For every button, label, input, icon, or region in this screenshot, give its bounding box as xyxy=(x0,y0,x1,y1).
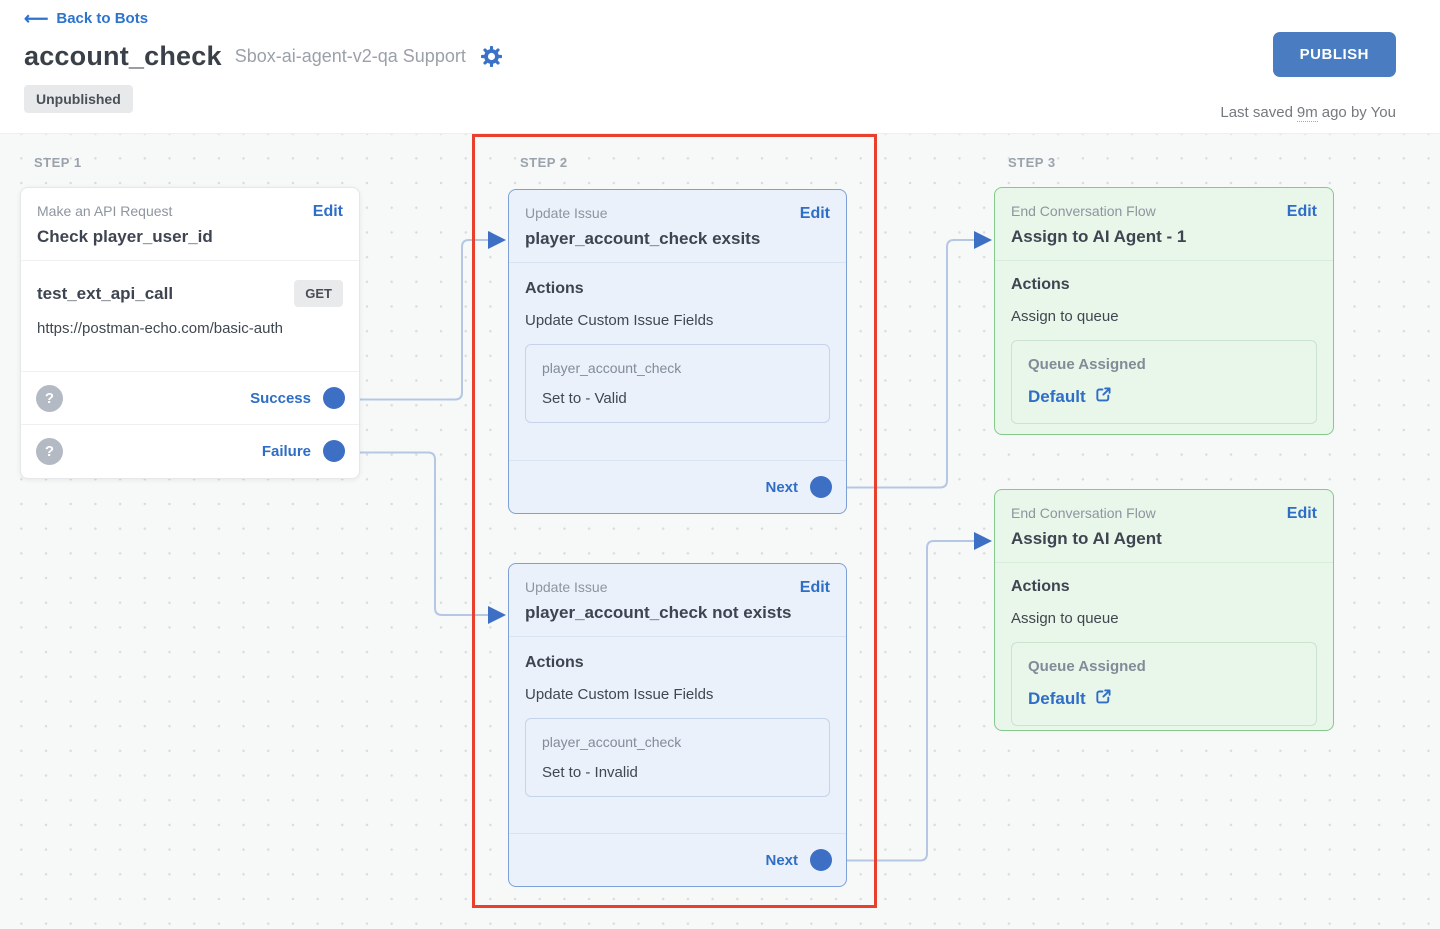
success-port-dot[interactable] xyxy=(323,387,345,409)
header-right: PUBLISH Last saved 9m ago by You xyxy=(1220,10,1396,133)
card-type-label: Update Issue xyxy=(525,579,608,595)
arrowhead-into-end-agent-1 xyxy=(974,231,992,249)
step-2-label: STEP 2 xyxy=(520,155,568,170)
api-connection-name: test_ext_api_call xyxy=(37,283,174,303)
card-title: Assign to AI Agent - 1 xyxy=(1011,227,1187,246)
back-to-bots-link[interactable]: ⟵ Back to Bots xyxy=(24,10,148,27)
header: ⟵ Back to Bots account_check Sbox-ai-age… xyxy=(0,0,1440,133)
publish-button[interactable]: PUBLISH xyxy=(1272,32,1396,77)
default-queue-link[interactable]: Default xyxy=(1028,386,1112,408)
card-body: Actions Update Custom Issue Fields playe… xyxy=(509,637,846,833)
last-saved-time[interactable]: 9m xyxy=(1296,104,1318,122)
success-port-label: Success xyxy=(250,389,311,407)
edit-update-not-exists-link[interactable]: Edit xyxy=(799,579,830,596)
next-port-row: Next xyxy=(509,833,846,886)
step-3-label: STEP 3 xyxy=(1008,155,1056,170)
card-header: Update Issue player_account_check exsits… xyxy=(509,190,846,263)
edit-end-agent-link[interactable]: Edit xyxy=(1286,505,1317,522)
status-badge: Unpublished xyxy=(24,85,133,113)
help-icon[interactable]: ? xyxy=(36,384,63,412)
next-port-dot[interactable] xyxy=(810,849,832,871)
default-queue-label: Default xyxy=(1028,387,1086,406)
arrowhead-into-end-agent xyxy=(974,532,992,550)
field-value: Set to - Invalid xyxy=(542,764,638,781)
action-description: Assign to queue xyxy=(1011,308,1119,325)
http-method-badge: GET xyxy=(294,280,343,307)
last-saved-prefix: Last saved xyxy=(1220,104,1293,121)
last-saved-suffix: ago by You xyxy=(1321,104,1396,121)
field-name: player_account_check xyxy=(542,734,682,750)
actions-heading: Actions xyxy=(525,280,584,297)
actions-heading: Actions xyxy=(525,654,584,671)
card-type-label: Update Issue xyxy=(525,205,608,221)
card-header: Make an API Request Check player_user_id… xyxy=(21,188,359,261)
action-description: Update Custom Issue Fields xyxy=(525,312,714,329)
back-link-label: Back to Bots xyxy=(56,10,149,27)
action-description: Assign to queue xyxy=(1011,610,1119,627)
failure-port-row: ? Failure xyxy=(21,424,359,477)
queue-assigned-label: Queue Assigned xyxy=(1028,356,1146,373)
actions-heading: Actions xyxy=(1011,578,1070,595)
bot-brand-subtitle: Sbox-ai-agent-v2-qa Support xyxy=(234,46,466,66)
queue-assigned-label: Queue Assigned xyxy=(1028,658,1146,675)
arrowhead-into-update-not-exists xyxy=(488,606,506,624)
next-port-label: Next xyxy=(765,478,798,496)
end-flow-agent-1-card[interactable]: End Conversation Flow Assign to AI Agent… xyxy=(994,187,1334,435)
next-port-dot[interactable] xyxy=(810,476,832,498)
card-type-label: End Conversation Flow xyxy=(1011,203,1156,219)
edit-end-agent-1-link[interactable]: Edit xyxy=(1286,203,1317,220)
card-type-label: Make an API Request xyxy=(37,203,173,219)
connector-success-to-update-exists xyxy=(346,239,488,401)
card-header: Update Issue player_account_check not ex… xyxy=(509,564,846,637)
default-queue-link[interactable]: Default xyxy=(1028,688,1112,710)
actions-heading: Actions xyxy=(1011,276,1070,293)
card-body: Actions Assign to queue Queue Assigned D… xyxy=(995,563,1333,726)
failure-port-label: Failure xyxy=(261,442,311,460)
update-issue-exists-card[interactable]: Update Issue player_account_check exsits… xyxy=(508,189,847,514)
edit-update-exists-link[interactable]: Edit xyxy=(799,205,830,222)
field-name: player_account_check xyxy=(542,360,682,376)
card-header: End Conversation Flow Assign to AI Agent… xyxy=(995,490,1333,563)
api-url: https://postman-echo.com/basic-auth xyxy=(37,320,283,337)
default-queue-label: Default xyxy=(1028,689,1086,708)
card-type-label: End Conversation Flow xyxy=(1011,505,1156,521)
header-left: ⟵ Back to Bots account_check Sbox-ai-age… xyxy=(24,10,502,133)
flow-canvas[interactable]: STEP 1 STEP 2 STEP 3 Make an API Request… xyxy=(0,133,1440,929)
card-title: Check player_user_id xyxy=(37,227,213,246)
field-update-box: player_account_check Set to - Valid xyxy=(525,344,830,423)
card-title: player_account_check exsits xyxy=(525,229,761,248)
card-header: End Conversation Flow Assign to AI Agent… xyxy=(995,188,1333,261)
connector-failure-to-update-not-exists xyxy=(346,451,488,616)
edit-api-card-link[interactable]: Edit xyxy=(312,203,343,220)
back-arrow-icon: ⟵ xyxy=(24,9,49,28)
step-1-label: STEP 1 xyxy=(34,155,82,170)
card-body: Actions Assign to queue Queue Assigned D… xyxy=(995,261,1333,424)
queue-assigned-box: Queue Assigned Default xyxy=(1011,642,1317,726)
card-title: player_account_check not exists xyxy=(525,603,792,622)
connector-next-to-end-agent-1 xyxy=(833,239,974,489)
next-port-row: Next xyxy=(509,460,846,513)
api-request-card[interactable]: Make an API Request Check player_user_id… xyxy=(20,187,360,479)
action-description: Update Custom Issue Fields xyxy=(525,686,714,703)
external-link-icon xyxy=(1095,688,1112,710)
field-update-box: player_account_check Set to - Invalid xyxy=(525,718,830,797)
help-icon[interactable]: ? xyxy=(36,437,63,465)
card-body: Actions Update Custom Issue Fields playe… xyxy=(509,263,846,460)
card-title: Assign to AI Agent xyxy=(1011,529,1162,548)
external-link-icon xyxy=(1095,386,1112,408)
connector-next-to-end-agent xyxy=(833,540,974,862)
api-details: test_ext_api_call GET https://postman-ec… xyxy=(21,261,359,371)
end-flow-agent-card[interactable]: End Conversation Flow Assign to AI Agent… xyxy=(994,489,1334,731)
failure-port-dot[interactable] xyxy=(323,440,345,462)
last-saved-status: Last saved 9m ago by You xyxy=(1220,104,1396,122)
success-port-row: ? Success xyxy=(21,371,359,424)
settings-gear-icon[interactable] xyxy=(480,46,502,67)
field-value: Set to - Valid xyxy=(542,390,627,407)
page-title: account_check xyxy=(24,41,222,71)
next-port-label: Next xyxy=(765,851,798,869)
title-row: account_check Sbox-ai-agent-v2-qa Suppor… xyxy=(24,41,502,72)
arrowhead-into-update-exists xyxy=(488,231,506,249)
queue-assigned-box: Queue Assigned Default xyxy=(1011,340,1317,424)
update-issue-not-exists-card[interactable]: Update Issue player_account_check not ex… xyxy=(508,563,847,887)
